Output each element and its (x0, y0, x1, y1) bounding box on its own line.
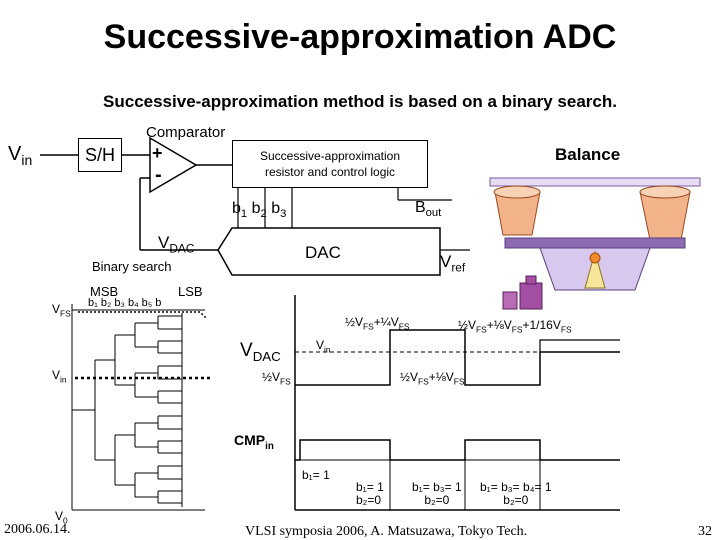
sh-block: S/H (78, 138, 122, 172)
vdac-label: VDAC (158, 233, 195, 256)
cmp-waveform (295, 439, 620, 461)
level-five-eighths: ½VFS+⅛VFS (400, 370, 465, 387)
sar-line2: resistor and control logic (264, 165, 396, 179)
bits-label: b1 b2 b3 (232, 200, 287, 221)
bout-label: Bout (415, 199, 442, 220)
binary-search-title: Binary search (92, 259, 172, 274)
comparator-minus: - (155, 164, 162, 186)
bit-row-label: b₁ b₂ b₃ b₄ b₅ b (88, 297, 162, 309)
comparator-triangle (149, 136, 198, 194)
waveform-vdac-label: VDAC (240, 340, 281, 364)
footer-citation: VLSI symposia 2006, A. Matsuzawa, Tokyo … (245, 524, 528, 539)
step1-label: b₁= 1 (302, 468, 330, 482)
page-subtitle: Successive-approximation method is based… (103, 92, 617, 111)
level-half: ½VFS (262, 370, 291, 387)
binary-search-tree (71, 309, 205, 511)
vin-label: Vin (8, 143, 33, 168)
msb-label: MSB (90, 284, 119, 299)
lsb-label: LSB (178, 284, 203, 299)
v0-label: V0 (55, 509, 68, 526)
vfs-label: VFS (52, 302, 71, 319)
sar-block: Successive-approximation resistor and co… (232, 140, 428, 188)
level-eleven-sixteenths: ½VFS+⅛VFS+1/16VFS (458, 318, 572, 335)
footer-date: 2006.06.14. (4, 522, 71, 537)
level-three-quarters: ½VFS+¼VFS (345, 315, 410, 332)
comparator-plus: + (152, 143, 163, 163)
comparator-label: Comparator (146, 124, 226, 141)
waveform-vin-label: Vin (316, 338, 331, 355)
sar-line1: Successive-approximation (259, 149, 401, 163)
vref-label: Vref (440, 252, 466, 275)
cmp-label: CMPin (234, 432, 274, 452)
dac-shape (217, 227, 441, 276)
dac-label: DAC (305, 243, 341, 262)
footer-page-number: 32 (698, 524, 712, 539)
balance-label: Balance (555, 145, 621, 164)
dac-staircase (295, 329, 620, 386)
balance-icon (489, 177, 701, 310)
tree-vin-label: Vin (52, 368, 67, 385)
page-title: Successive-approximation ADC (103, 18, 617, 56)
sh-label: S/H (84, 144, 115, 165)
